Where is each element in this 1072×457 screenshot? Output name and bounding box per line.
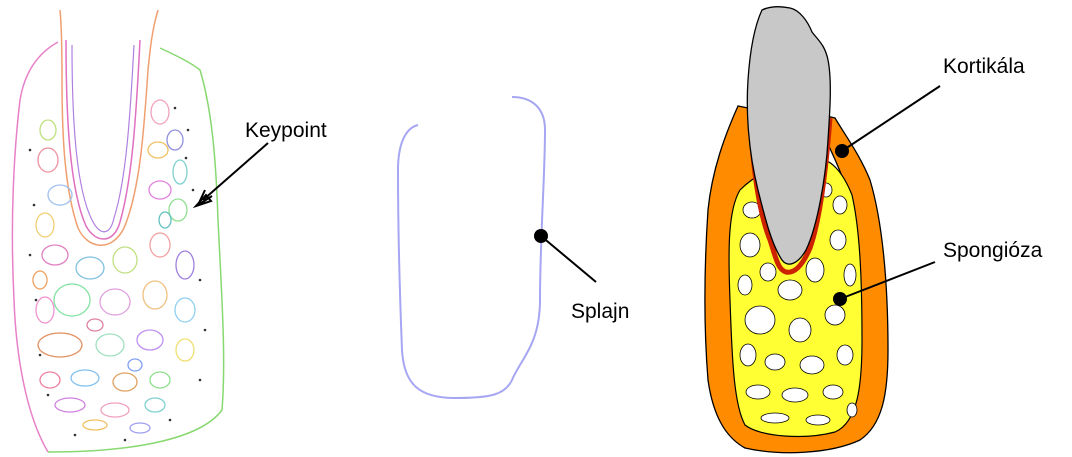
- spline-curve: [398, 97, 545, 398]
- spline-label: Splajn: [571, 300, 629, 323]
- keypoint-arrow: [196, 143, 268, 206]
- keypoint-label: Keypoint: [245, 119, 327, 142]
- spongy-label: Spongióza: [943, 239, 1043, 262]
- socket-contour-inner: [66, 40, 140, 239]
- outer-contour-left: [12, 42, 58, 452]
- trabecular-loops: [33, 100, 195, 433]
- keypoints-panel: Keypoint: [12, 10, 326, 452]
- segmentation-panel: Kortikála Spongióza: [705, 7, 1043, 453]
- spline-panel: Splajn: [398, 97, 629, 398]
- spline-pointer: [534, 229, 596, 282]
- keypoint-dots: [29, 107, 207, 442]
- cortical-label: Kortikála: [943, 55, 1025, 78]
